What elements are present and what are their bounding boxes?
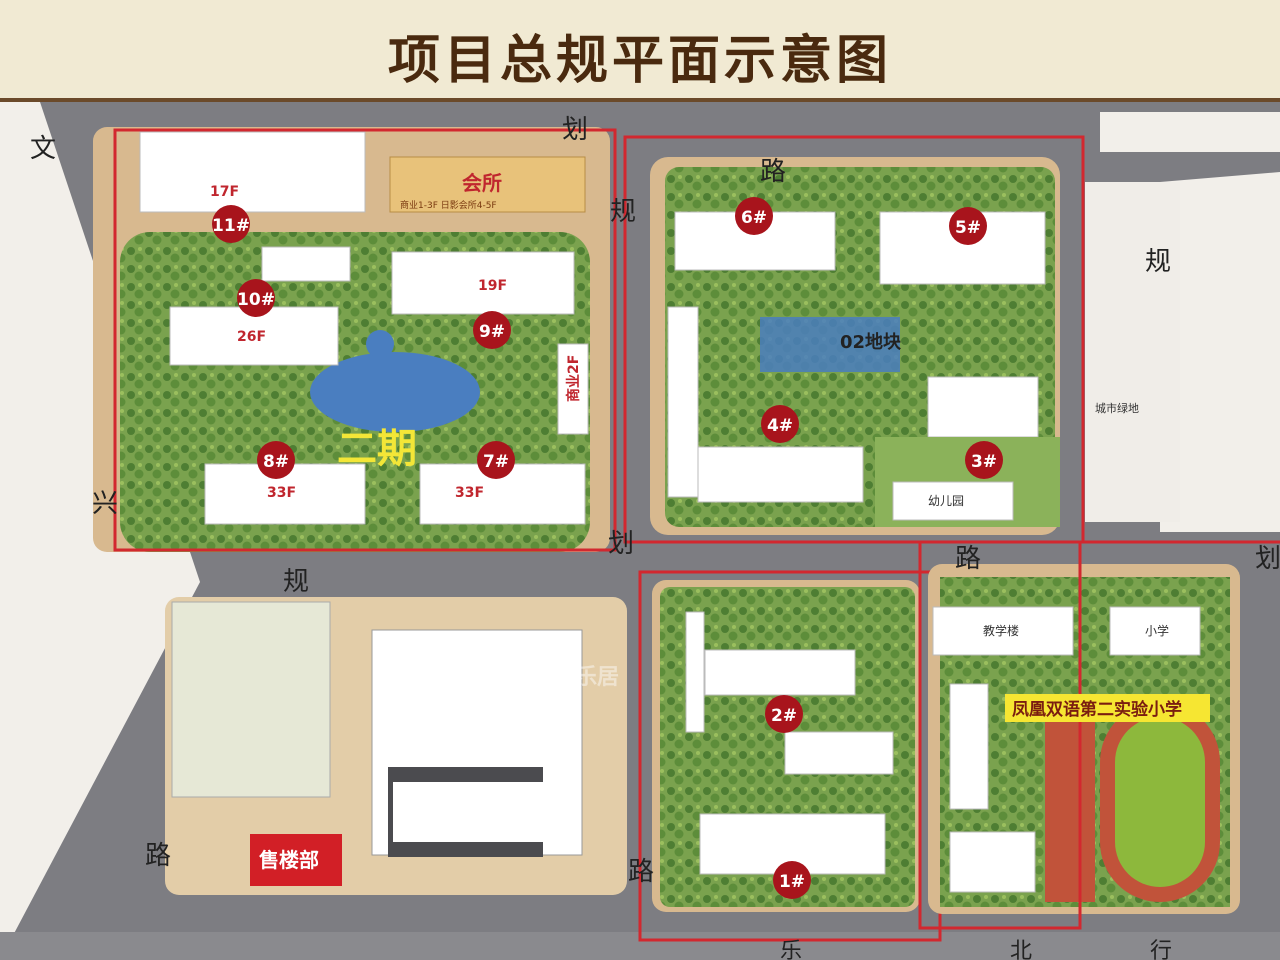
kindergarten-label: 幼儿园 <box>928 494 964 508</box>
teaching-building <box>932 606 1074 656</box>
road-label-hua-center: 划 <box>608 529 634 559</box>
sports-field <box>1115 717 1205 887</box>
plot02-boundary <box>623 135 1085 544</box>
marker-11-label: 11# <box>212 216 250 236</box>
teaching-label: 教学楼 <box>983 623 1019 638</box>
road-label-lu-top: 路 <box>760 157 786 187</box>
road-label-xing: 兴 <box>92 489 118 519</box>
marker-7-label: 7# <box>483 452 509 472</box>
plot02-pool <box>760 317 900 372</box>
floors-8: 33F <box>267 485 296 501</box>
road-label-le: 乐 <box>780 939 802 960</box>
marker-2: 2# <box>765 695 803 733</box>
road-label-gui-right: 规 <box>1145 247 1171 277</box>
watermark-logo: LEJU 乐居 <box>524 665 619 721</box>
marker-5-label: 5# <box>955 218 981 238</box>
marker-4: 4# <box>761 405 799 443</box>
school-hall <box>949 831 1036 893</box>
road-label-hua-top: 划 <box>562 115 588 145</box>
primary-label: 小学 <box>1145 623 1169 638</box>
clubhouse <box>389 156 586 213</box>
watermark-text: 乐居 <box>575 665 619 690</box>
building-4 <box>697 446 864 503</box>
watermark-logo-text: LEJU <box>535 694 560 705</box>
marker-9-label: 9# <box>479 322 505 342</box>
header-banner: 项目总规平面示意图 <box>0 0 1280 102</box>
road-label-hua-right: 划 <box>1255 544 1280 574</box>
kindergarten <box>892 481 1014 521</box>
clubhouse-sublabel: 商业1-3F 日影会所4-5F <box>400 199 497 211</box>
commercial-2f <box>557 343 589 435</box>
phase2-fountain <box>366 330 394 358</box>
marker-3-label: 3# <box>971 452 997 472</box>
marker-5: 5# <box>949 207 987 245</box>
road-label-gui-center: 规 <box>283 567 309 597</box>
school-name-label: 凤凰双语第二实验小学 <box>1012 699 1182 720</box>
building-2-upper <box>704 649 856 696</box>
right-land <box>1160 172 1280 532</box>
marker-3: 3# <box>965 441 1003 479</box>
marker-7: 7# <box>477 441 515 479</box>
marker-8: 8# <box>257 441 295 479</box>
sales-office-label: 售楼部 <box>259 848 319 872</box>
marker-2-label: 2# <box>771 706 797 726</box>
school-court <box>1045 722 1095 902</box>
marker-1-label: 1# <box>779 872 805 892</box>
road-label-lu-center: 路 <box>628 857 654 887</box>
top-right-land <box>1100 112 1280 152</box>
building-3 <box>927 376 1039 438</box>
sales-court <box>171 601 331 798</box>
marker-8-label: 8# <box>263 452 289 472</box>
marker-10-label: 10# <box>237 290 275 310</box>
building-2 <box>784 731 894 775</box>
page-title: 项目总规平面示意图 <box>387 31 892 91</box>
marker-6-label: 6# <box>741 208 767 228</box>
plot02-label: 02地块 <box>840 331 902 353</box>
building-11 <box>139 131 366 213</box>
commercial-label: 商业2F <box>565 355 582 402</box>
marker-9: 9# <box>473 311 511 349</box>
building-side <box>667 306 699 498</box>
school-wing <box>949 683 989 810</box>
building-9 <box>391 251 575 315</box>
marker-11: 11# <box>212 205 250 243</box>
marker-4-label: 4# <box>767 416 793 436</box>
header-divider <box>0 98 1280 102</box>
city-green-label: 城市绿地 <box>1095 401 1139 415</box>
floors-11: 17F <box>210 184 239 200</box>
road-label-gui-mid: 规 <box>610 197 636 227</box>
floors-9: 19F <box>478 278 507 294</box>
phase2-boundary <box>113 128 617 552</box>
primary-building <box>1109 606 1201 656</box>
road-label-bei: 北 <box>1010 939 1032 960</box>
marker-6: 6# <box>735 197 773 235</box>
marker-1: 1# <box>773 861 811 899</box>
clubhouse-label: 会所 <box>462 171 502 195</box>
city-green-area <box>1085 182 1180 522</box>
floors-10: 26F <box>237 329 266 345</box>
building-low <box>261 246 351 282</box>
phase2-lake <box>310 352 480 432</box>
school-name-banner <box>1005 694 1210 722</box>
road-label-xing-bottom: 行 <box>1150 939 1172 960</box>
road-label-lu-mid: 路 <box>955 544 981 574</box>
site-plan-map: 文 兴 路 划 路 规 规 路 划 规 划 路 乐 北 行 17F 26F 19… <box>0 102 1280 960</box>
phase2-label: 二期 <box>337 426 417 472</box>
road-label-lu-left: 路 <box>145 841 171 871</box>
marker-10: 10# <box>237 279 275 317</box>
mall-annex <box>393 782 543 842</box>
sales-office <box>250 834 342 886</box>
floors-7: 33F <box>455 485 484 501</box>
road-label-wen: 文 <box>30 134 56 164</box>
building-south-side <box>685 611 705 733</box>
